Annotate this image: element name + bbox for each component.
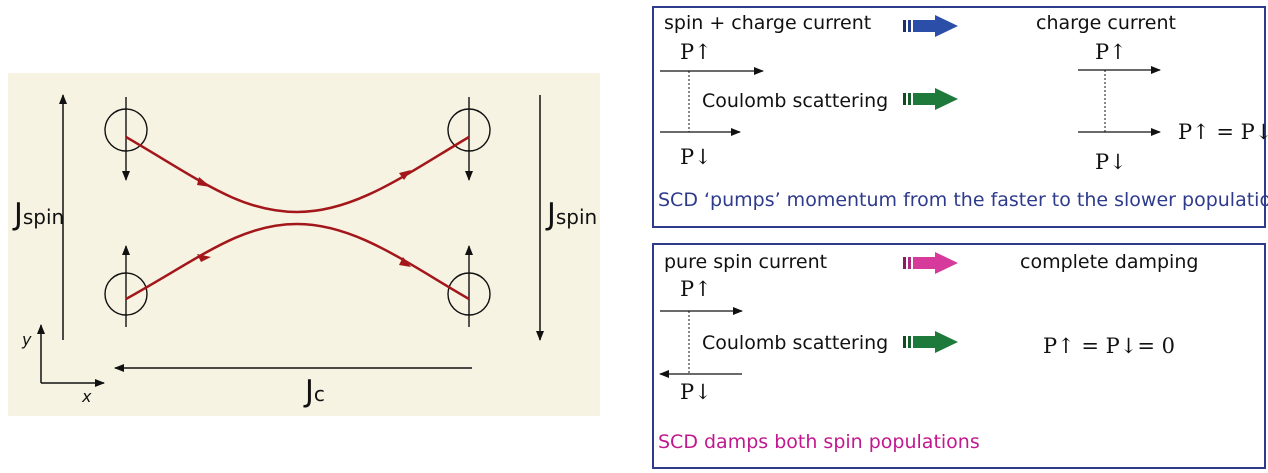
top-header-right: charge current [1036,12,1176,34]
top-caption: SCD ‘pumps’ momentum from the faster to … [658,189,1268,211]
bottom-left-p-down: P↓ [680,380,712,404]
bottom-left-p-up: P↑ [680,277,712,301]
j-spin-right-label: Jspin [547,197,598,232]
spin-drag-diagram [8,73,600,416]
electron-bottom-right [447,245,491,327]
top-left-p-down: P↓ [680,145,712,169]
top-header-left: spin + charge current [664,12,872,34]
trajectory-lower-arrow-1 [197,254,211,262]
top-middle-label: Coulomb scattering [702,90,889,112]
bottom-header-right: complete damping [1020,251,1199,273]
axis-x-label: x [82,387,92,406]
bottom-equation: P↑ = P↓= 0 [1043,334,1176,358]
axis-y-label: y [22,330,32,349]
electron-top-left [104,97,148,181]
trajectory-upper [125,135,470,214]
trajectory-upper-arrow-2 [399,170,411,180]
bottom-middle-label: Coulomb scattering [702,332,889,354]
j-c-label: Jc [305,374,325,409]
top-box [652,6,1266,228]
top-right-p-down: P↓ [1095,150,1127,174]
bottom-header-left: pure spin current [664,251,828,273]
bottom-box [652,243,1266,469]
top-header-arrow [903,15,958,37]
top-right-p-up: P↑ [1095,40,1127,64]
electron-top-right [447,97,491,181]
trajectory-lower [125,222,470,301]
bottom-caption: SCD damps both spin populations [658,431,980,453]
panel-background [8,73,600,416]
bottom-middle-arrow [903,331,958,353]
bottom-header-arrow [903,252,958,274]
top-middle-arrow [903,88,958,110]
electron-bottom-left [104,245,148,327]
j-spin-left-label: Jspin [14,197,65,232]
trajectory-upper-arrow-1 [197,177,211,187]
trajectory-lower-arrow-2 [399,257,411,267]
top-left-p-up: P↑ [680,40,712,64]
top-equation: P↑ = P↓ [1178,120,1268,144]
